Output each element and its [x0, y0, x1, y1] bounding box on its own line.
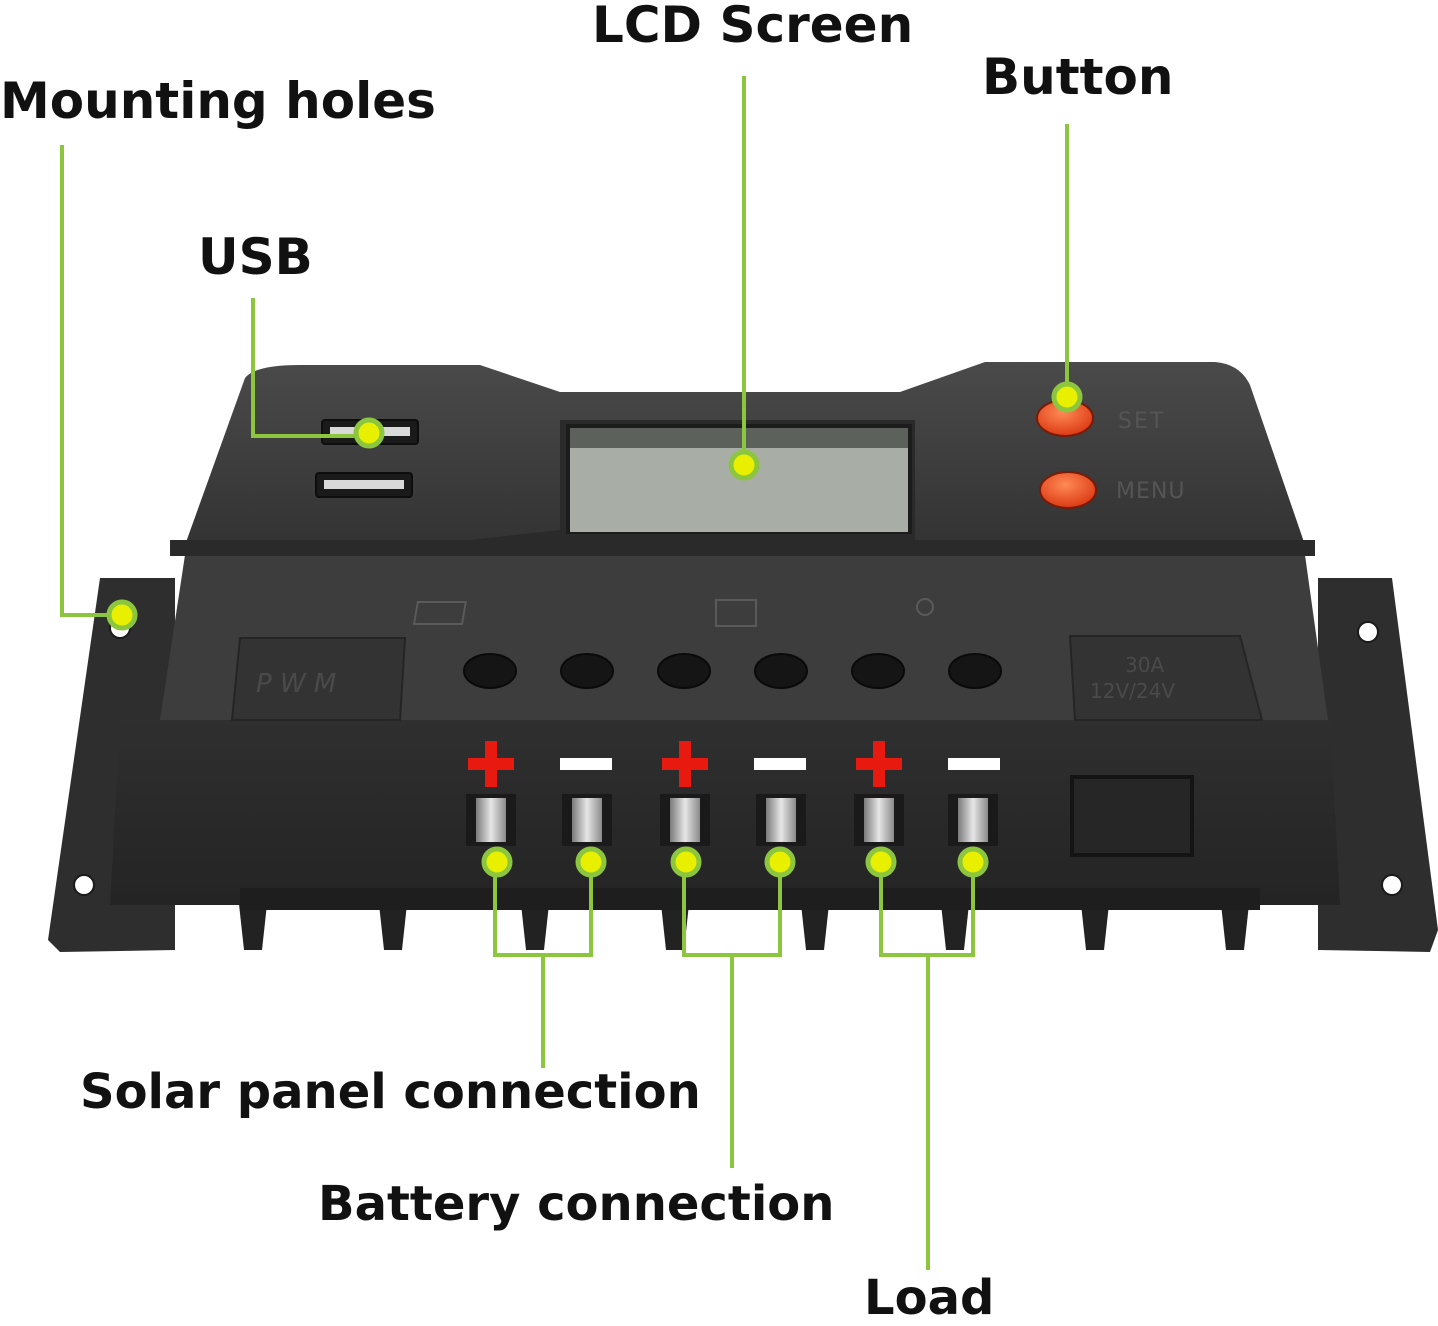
screw-access-holes — [463, 653, 1002, 689]
bulb-icon — [916, 598, 934, 616]
callout-dot-solar-positive — [481, 846, 513, 878]
label-lcd-screen: LCD Screen — [592, 0, 914, 54]
screw-hole-3[interactable] — [657, 653, 711, 689]
callout-dot-battery-negative — [764, 846, 796, 878]
pwm-label: P W M — [256, 669, 336, 699]
screw-hole-2[interactable] — [560, 653, 614, 689]
terminal-load-positive[interactable] — [854, 794, 904, 846]
label-button: Button — [982, 48, 1174, 106]
callout-dot-mounting-hole — [106, 599, 138, 631]
minus-sign-battery — [754, 758, 806, 770]
label-mounting-holes: Mounting holes — [0, 72, 436, 130]
front-recess — [1070, 775, 1194, 857]
mounting-hole-left-bottom — [73, 874, 95, 896]
minus-sign-solar — [560, 758, 612, 770]
terminal-load-negative[interactable] — [948, 794, 998, 846]
callout-dot-solar-negative — [575, 846, 607, 878]
solar-panel-icon — [412, 601, 468, 625]
terminal-battery-positive[interactable] — [660, 794, 710, 846]
plus-sign-battery — [662, 741, 708, 787]
label-solar-panel-connection: Solar panel connection — [80, 1064, 701, 1120]
callout-line-mounting-holes — [60, 145, 108, 617]
callout-dot-load-positive — [865, 846, 897, 878]
callout-lines — [60, 76, 1069, 1270]
battery-icon — [715, 599, 757, 627]
rating-current: 30A — [1125, 653, 1164, 677]
label-battery-connection: Battery connection — [318, 1176, 835, 1232]
rating-plate: 30A 12V/24V — [1068, 635, 1264, 721]
label-load: Load — [864, 1270, 995, 1326]
mounting-flange-right — [1318, 578, 1438, 952]
terminal-battery-negative[interactable] — [756, 794, 806, 846]
callout-dot-lcd — [728, 449, 760, 481]
callout-line-usb — [251, 298, 354, 438]
menu-label: MENU — [1116, 479, 1185, 504]
mounting-hole-right-top — [1357, 621, 1379, 643]
polarity-signs — [468, 741, 1000, 787]
plus-sign-load — [856, 741, 902, 787]
label-usb: USB — [198, 228, 313, 286]
set-label: SET — [1118, 409, 1165, 434]
plus-sign-solar — [468, 741, 514, 787]
pwm-plate: P W M — [230, 637, 407, 721]
screw-hole-1[interactable] — [463, 653, 517, 689]
terminals — [466, 794, 998, 846]
mounting-hole-right-bottom — [1381, 874, 1403, 896]
lcd-screen — [470, 420, 915, 540]
callout-dots — [106, 381, 1083, 878]
callout-dot-load-negative — [957, 846, 989, 878]
terminal-solar-positive[interactable] — [466, 794, 516, 846]
screw-hole-4[interactable] — [754, 653, 808, 689]
callout-dot-button — [1051, 381, 1083, 413]
rating-voltage: 12V/24V — [1090, 679, 1175, 703]
screw-hole-6[interactable] — [948, 653, 1002, 689]
screw-hole-5[interactable] — [851, 653, 905, 689]
callout-dot-usb — [353, 417, 385, 449]
buttons: SET MENU — [1036, 399, 1185, 509]
menu-button[interactable] — [1039, 471, 1097, 509]
terminal-solar-negative[interactable] — [562, 794, 612, 846]
callout-dot-battery-positive — [670, 846, 702, 878]
minus-sign-load — [948, 758, 1000, 770]
panel-icons — [412, 598, 934, 627]
